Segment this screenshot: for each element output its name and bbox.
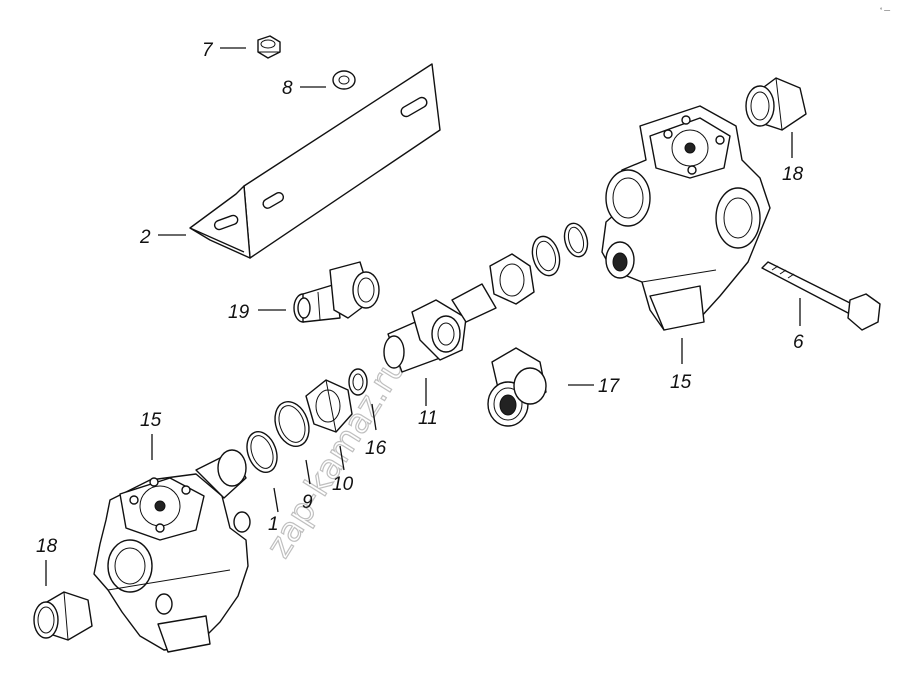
- callout-10: 10: [332, 474, 354, 495]
- callout-17: 17: [598, 376, 621, 397]
- callout-18-top: 18: [782, 164, 804, 185]
- callout-6: 6: [793, 332, 804, 353]
- callout-11: 11: [418, 408, 438, 429]
- part-8-washer: [332, 70, 356, 90]
- callout-15-upper: 15: [670, 372, 692, 393]
- part-1-seal-ring: [246, 430, 278, 474]
- part-7-nut: [257, 35, 281, 59]
- part-6-bolt: [761, 261, 881, 331]
- part-9-washer: [274, 401, 310, 447]
- part-18-plug-top: [745, 77, 807, 131]
- part-15-valve-lower: [93, 449, 251, 653]
- callout-9: 9: [302, 492, 313, 513]
- part-15-valve-upper: [601, 105, 771, 331]
- part-19-elbow-fitting: [293, 261, 380, 323]
- callout-1: 1: [268, 514, 279, 535]
- callout-8: 8: [282, 78, 293, 99]
- watermark: zap-kamaz.ru: [259, 348, 415, 565]
- part-18-plug-bottom: [33, 591, 93, 641]
- leader-10: [339, 445, 345, 471]
- part-10-union-nut: [305, 379, 353, 433]
- leader-16: [371, 403, 377, 431]
- callout-18-bottom: 18: [36, 536, 58, 557]
- callout-2: 2: [139, 227, 151, 248]
- leader-1: [273, 487, 279, 513]
- part-11-tee-connector: [383, 283, 497, 373]
- corner-mark: ° —: [880, 8, 890, 14]
- callout-7: 7: [202, 40, 214, 61]
- seal-ring-right-2: [563, 222, 589, 258]
- part-2-bracket: [189, 63, 441, 259]
- callout-19: 19: [228, 302, 250, 323]
- hex-nut-right: [489, 253, 535, 305]
- leader-9: [305, 459, 311, 485]
- part-17-elbow-fitting: [487, 347, 547, 427]
- seal-ring-right-1: [531, 235, 561, 277]
- part-16-ring: [348, 368, 368, 396]
- callout-15-lower: 15: [140, 410, 162, 431]
- callout-16: 16: [365, 438, 387, 459]
